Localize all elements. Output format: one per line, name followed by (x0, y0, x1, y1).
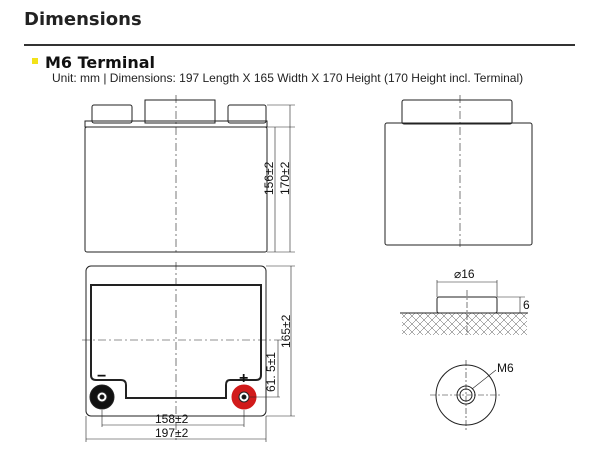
thread-label: M6 (497, 361, 514, 375)
height-170-label: 170±2 (278, 161, 292, 195)
section-title: Dimensions (24, 9, 142, 30)
terminal-height-label: 6 (523, 298, 530, 312)
height-156-label: 156±2 (262, 161, 276, 195)
top-view: − + 165±2 61. 5±1 158±2 197±2 (82, 262, 295, 442)
depth-165-label: 165±2 (279, 314, 293, 348)
length-197-label: 197±2 (155, 426, 189, 440)
bullet-square-icon (32, 58, 38, 64)
divider (24, 44, 575, 46)
spacing-158-label: 158±2 (155, 412, 189, 426)
variant-title: M6 Terminal (45, 53, 155, 72)
side-view (384, 95, 533, 250)
positive-sign: + (239, 370, 248, 387)
terminal-detail: ⌀16 6 M6 (400, 267, 530, 430)
terminal-diameter-label: ⌀16 (454, 267, 475, 281)
variant-description: Unit: mm | Dimensions: 197 Length X 165 … (52, 71, 524, 85)
front-view: 156±2 170±2 (84, 95, 295, 255)
negative-sign: − (97, 368, 106, 385)
offset-61-label: 61. 5±1 (264, 352, 278, 392)
